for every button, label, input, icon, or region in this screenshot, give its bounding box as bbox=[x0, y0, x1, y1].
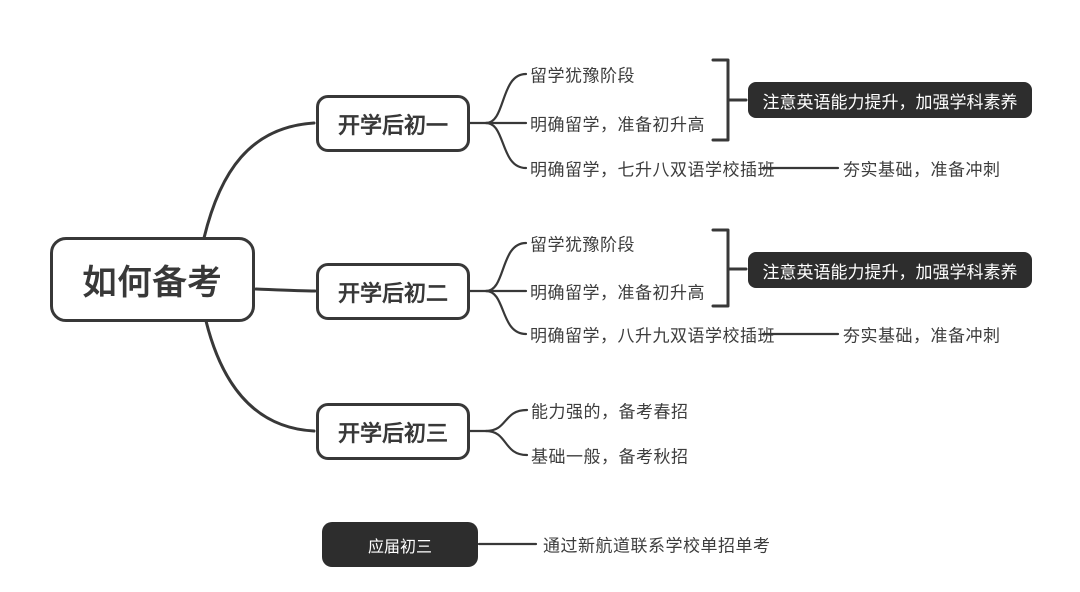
leaf-item[interactable]: 明确留学，准备初升高 bbox=[530, 115, 705, 135]
link-branch3-item1 bbox=[484, 408, 529, 433]
leaf-item[interactable]: 明确留学，七升八双语学校插班 bbox=[530, 160, 775, 180]
callout-label: 注意英语能力提升，加强学科素养 bbox=[762, 92, 1018, 112]
branch-node-grade9[interactable]: 开学后初三 bbox=[316, 403, 470, 460]
link-root-branch1 bbox=[202, 121, 316, 240]
branch-label: 开学后初二 bbox=[337, 280, 448, 306]
leaf-item-next[interactable]: 夯实基础，准备冲刺 bbox=[843, 160, 1001, 180]
root-node[interactable]: 如何备考 bbox=[50, 237, 255, 322]
link-branch1-item1 bbox=[484, 72, 528, 125]
link-branch3-item2 bbox=[484, 429, 529, 457]
bracket-branch2 bbox=[711, 228, 730, 308]
root-label: 如何备考 bbox=[82, 264, 223, 302]
leaf-item[interactable]: 能力强的，备考春招 bbox=[531, 402, 689, 422]
branch-label: 开学后初一 bbox=[337, 112, 448, 138]
link-root-branch2 bbox=[254, 287, 317, 293]
bracket-branch1 bbox=[711, 58, 730, 142]
leaf-item-next[interactable]: 夯实基础，准备冲刺 bbox=[843, 326, 1001, 346]
branch-label: 开学后初三 bbox=[337, 420, 448, 446]
standalone-next[interactable]: 通过新航道联系学校单招单考 bbox=[543, 536, 771, 556]
link-branch2-item1 bbox=[484, 241, 528, 293]
leaf-item[interactable]: 基础一般，备考秋招 bbox=[531, 447, 689, 467]
callout-branch2[interactable]: 注意英语能力提升，加强学科素养 bbox=[748, 252, 1032, 288]
callout-branch1[interactable]: 注意英语能力提升，加强学科素养 bbox=[748, 82, 1032, 118]
leaf-item[interactable]: 留学犹豫阶段 bbox=[530, 235, 635, 255]
link-branch2-item3 bbox=[484, 289, 528, 336]
link-branch1-item3 bbox=[484, 121, 528, 170]
callout-label: 注意英语能力提升，加强学科素养 bbox=[762, 262, 1018, 282]
branch-node-grade7[interactable]: 开学后初一 bbox=[316, 95, 470, 152]
link-root-branch3 bbox=[204, 319, 316, 433]
leaf-item[interactable]: 留学犹豫阶段 bbox=[530, 66, 635, 86]
standalone-label: 应届初三 bbox=[367, 538, 432, 556]
standalone-node[interactable]: 应届初三 bbox=[322, 522, 478, 567]
leaf-item[interactable]: 明确留学，八升九双语学校插班 bbox=[530, 326, 775, 346]
branch-node-grade8[interactable]: 开学后初二 bbox=[316, 263, 470, 320]
leaf-item[interactable]: 明确留学，准备初升高 bbox=[530, 283, 705, 303]
